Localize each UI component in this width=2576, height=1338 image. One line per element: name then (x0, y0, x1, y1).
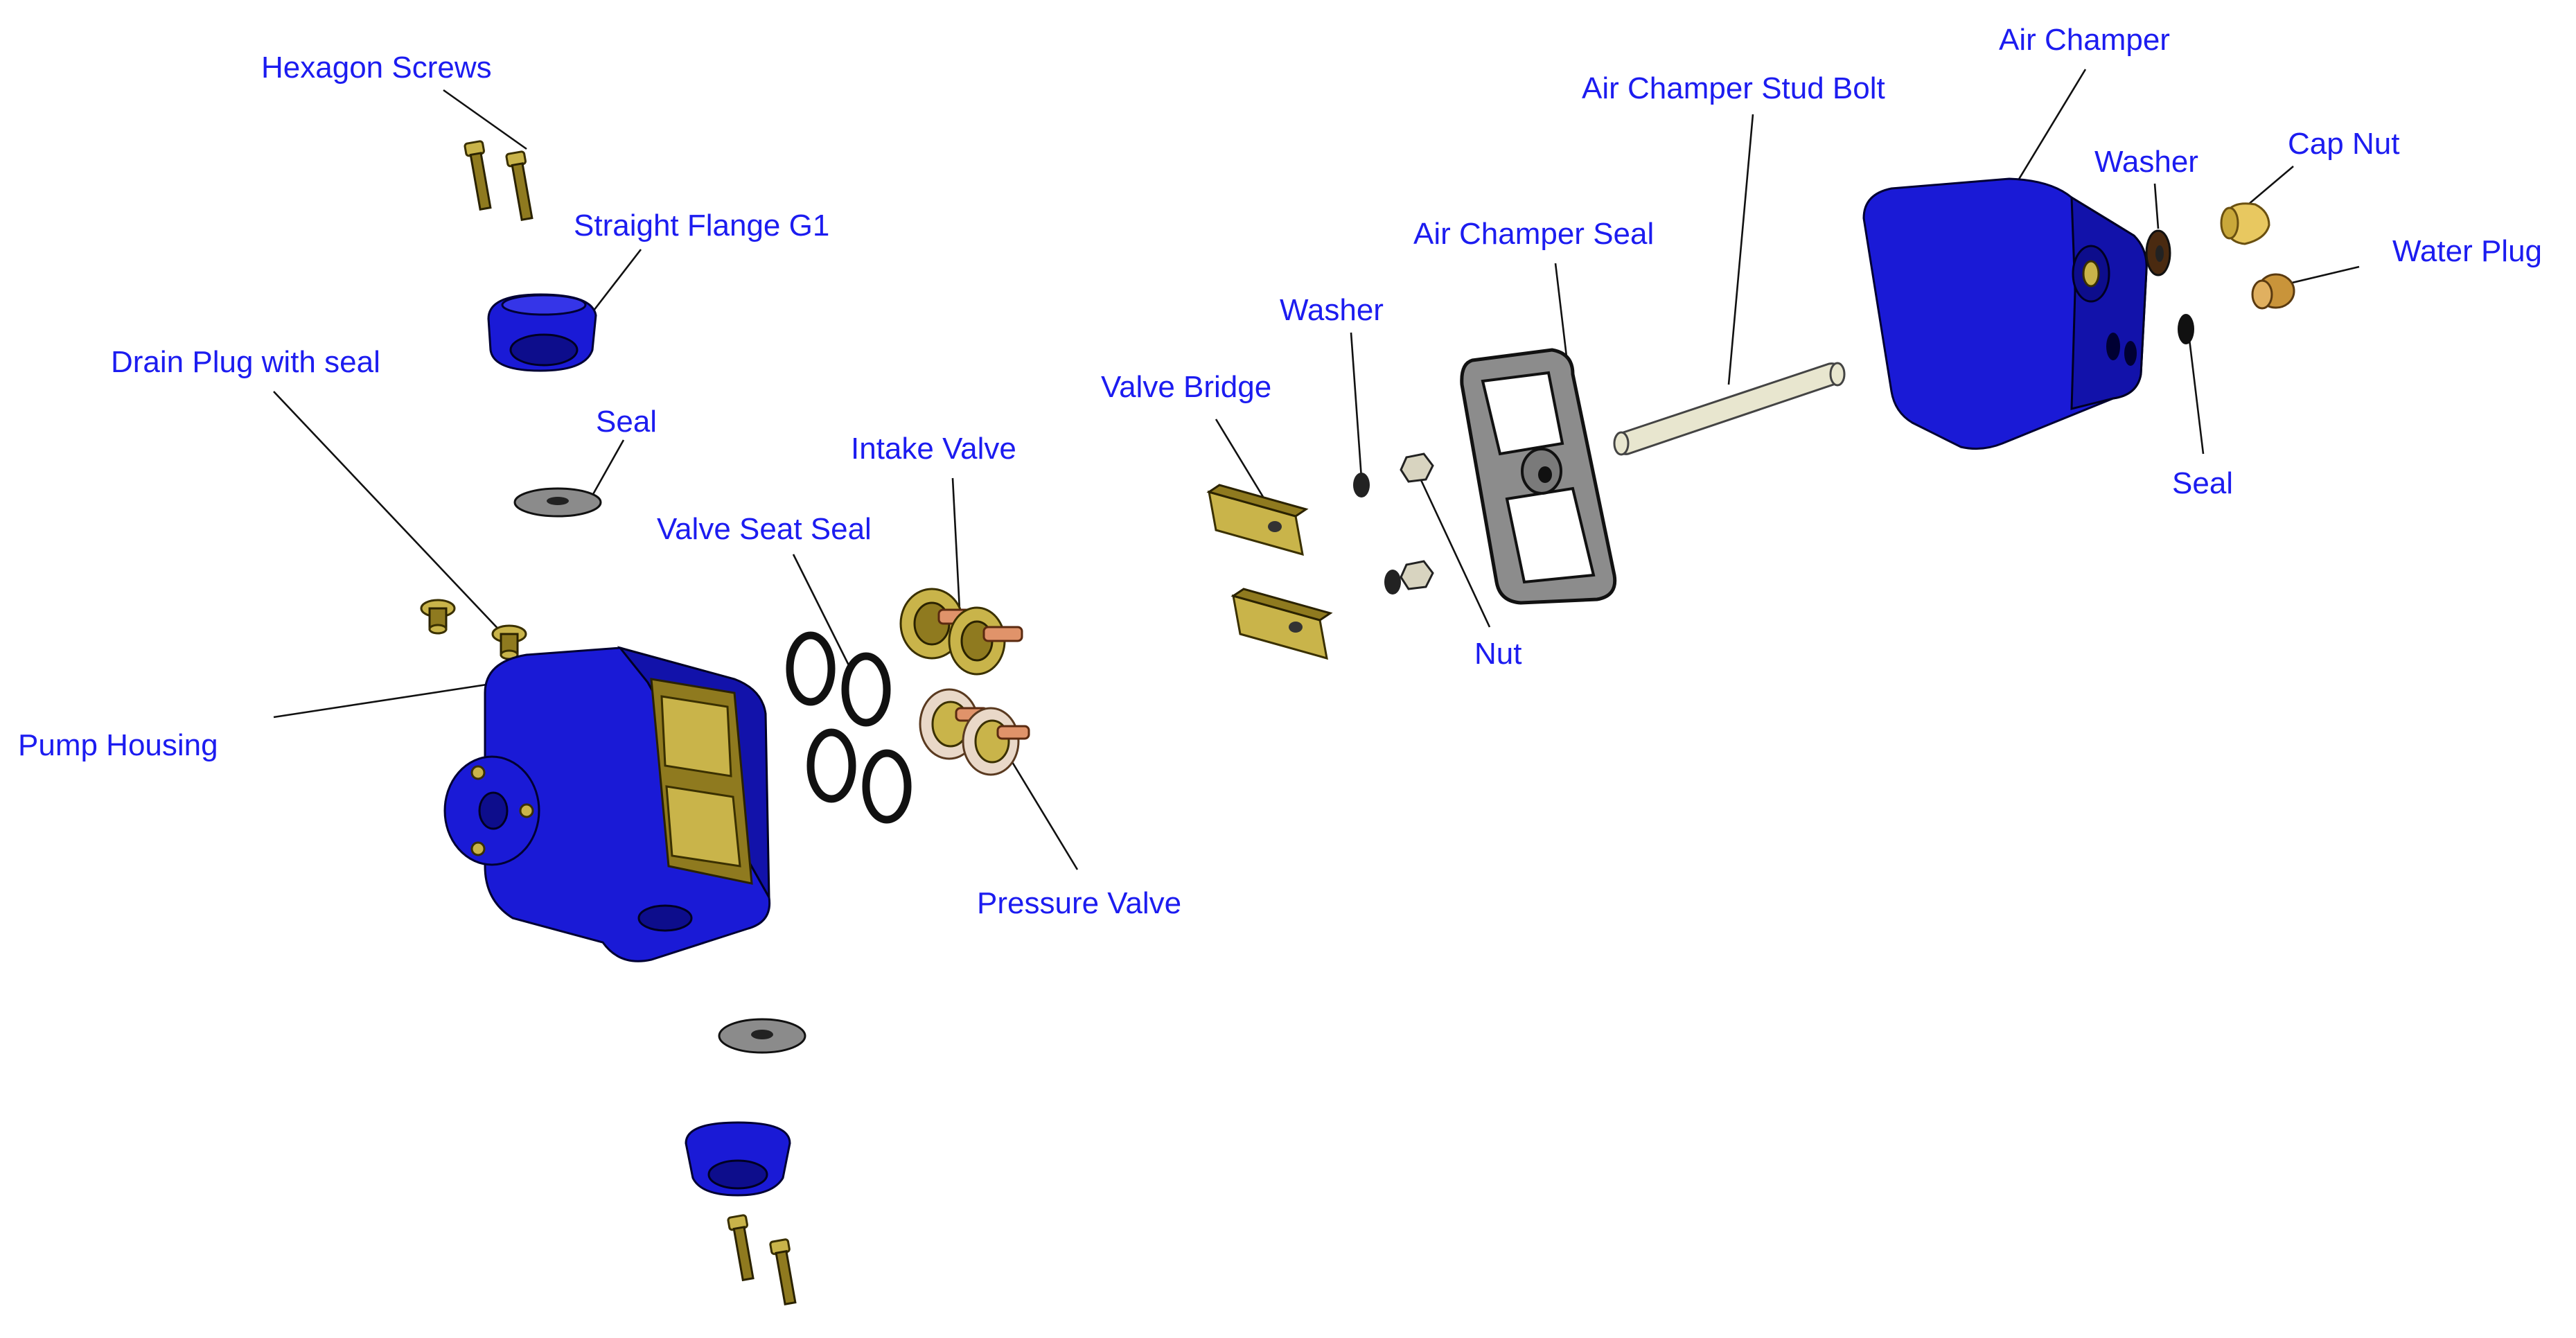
leader-intake-valve (951, 477, 961, 610)
leader-stud-bolt (1727, 114, 1754, 385)
leader-washer-left (1350, 332, 1363, 479)
nuts (1400, 452, 1434, 590)
washer-right (2145, 229, 2171, 276)
label-air-champer: Air Champer (1999, 23, 2170, 57)
label-air-champer-stud-bolt: Air Champer Stud Bolt (1582, 71, 1885, 105)
leader-valve-seat-seal (792, 554, 850, 666)
label-seal-top: Seal (596, 405, 657, 439)
leader-lines (273, 69, 2360, 870)
label-straight-flange: Straight Flange G1 (574, 209, 829, 243)
valve-bridges (1206, 484, 1333, 660)
cap-nut (2220, 202, 2270, 245)
label-pump-housing: Pump Housing (18, 728, 218, 762)
label-washer-left: Washer (1280, 293, 1384, 327)
straight-flange-bottom (685, 1121, 791, 1197)
leader-air-champer (2015, 69, 2087, 184)
drain-plugs (420, 599, 527, 660)
straight-flange-top (487, 293, 597, 372)
pressure-valve (919, 688, 1030, 776)
leader-cap-nut (2248, 166, 2294, 205)
label-washer-right: Washer (2094, 145, 2198, 179)
label-intake-valve: Intake Valve (851, 432, 1016, 466)
label-seal-right: Seal (2172, 466, 2233, 500)
label-nut: Nut (1474, 637, 1521, 671)
label-air-champer-seal: Air Champer Seal (1413, 217, 1654, 251)
hexagon-screws-bottom (727, 1214, 797, 1305)
leader-water-plug (2286, 265, 2360, 285)
washers-left (1353, 473, 1401, 595)
leader-washer-right (2153, 183, 2160, 229)
seal-right (2178, 314, 2194, 344)
label-drain-plug: Drain Plug with seal (111, 345, 380, 379)
label-hexagon-screws: Hexagon Screws (261, 51, 492, 85)
water-plug (2251, 273, 2295, 310)
leader-drain-plug (273, 391, 517, 649)
leader-seal-top (591, 439, 625, 496)
leader-seal-right (2188, 339, 2205, 455)
leader-hexagon-screws (443, 89, 527, 150)
intake-valve (899, 588, 1023, 676)
air-champer (1862, 177, 2148, 450)
label-valve-seat-seal: Valve Seat Seal (657, 512, 872, 546)
label-cap-nut: Cap Nut (2288, 127, 2399, 161)
leader-nut (1415, 470, 1491, 628)
seal-top (513, 487, 602, 518)
label-pressure-valve: Pressure Valve (977, 886, 1181, 920)
leader-pressure-valve (1007, 755, 1079, 870)
hexagon-screws-top (464, 140, 533, 221)
part-labels: Hexagon Screws Straight Flange G1 Drain … (18, 23, 2542, 920)
label-water-plug: Water Plug (2392, 234, 2542, 268)
seal-bottom (718, 1018, 806, 1054)
label-valve-bridge: Valve Bridge (1101, 370, 1271, 404)
air-champer-stud-bolt (1613, 362, 1846, 456)
pump-housing (443, 646, 771, 962)
air-champer-seal (1460, 348, 1617, 605)
valve-seat-seals (786, 631, 912, 824)
